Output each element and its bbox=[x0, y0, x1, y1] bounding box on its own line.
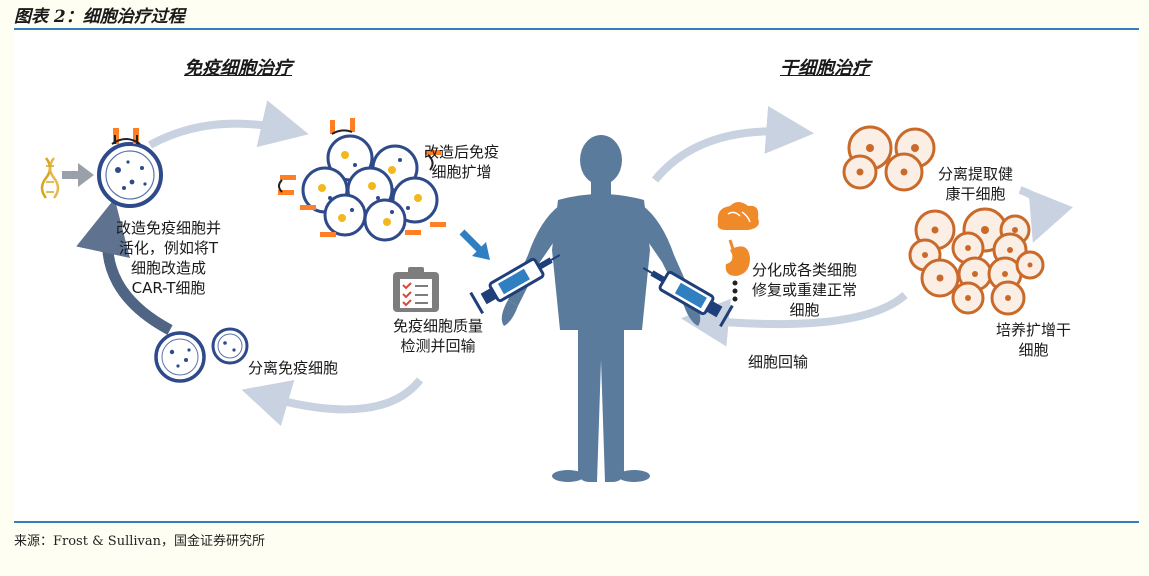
stem-step-culture: 培养扩增干 细胞 bbox=[996, 321, 1072, 359]
arrow-isolate-to-modify bbox=[76, 198, 173, 335]
modified-immune-cell bbox=[97, 128, 163, 208]
clipboard-icon bbox=[393, 267, 439, 312]
arrow-to-body-head bbox=[472, 242, 490, 260]
figure-source: 来源：Frost & Sullivan，国金证券研究所 bbox=[14, 534, 266, 549]
brain-icon bbox=[717, 202, 759, 230]
stem-step-differentiate: 分化成各类细胞 修复或重建正常 细胞 bbox=[752, 261, 858, 319]
cultured-stem-cells bbox=[908, 207, 1045, 316]
arrow-body-to-stem bbox=[651, 105, 815, 183]
stem-step-isolate: 分离提取健 康干细胞 bbox=[938, 165, 1014, 203]
insert-arrow bbox=[62, 163, 94, 187]
syringe-right-icon bbox=[642, 267, 734, 328]
stomach-icon bbox=[725, 239, 750, 276]
arrow-culture-to-infuse bbox=[680, 291, 908, 347]
isolated-immune-cells bbox=[154, 327, 249, 383]
immune-step-modify: 改造免疫细胞并 活化，例如将T 细胞改造成 CAR-T细胞 bbox=[116, 219, 222, 297]
arrow-qc-to-isolate bbox=[241, 377, 424, 427]
top-rule bbox=[14, 28, 1139, 30]
bottom-rule bbox=[14, 521, 1139, 523]
immune-step-expand: 改造后免疫 细胞扩增 bbox=[424, 143, 500, 181]
immune-step-qc: 免疫细胞质量 检测并回输 bbox=[393, 317, 484, 355]
immune-step-isolate: 分离免疫细胞 bbox=[248, 359, 339, 377]
human-body bbox=[501, 135, 701, 482]
figure-title: 图表 2：细胞治疗过程 bbox=[14, 7, 185, 27]
dna-icon bbox=[40, 157, 60, 199]
healthy-stem-cells bbox=[842, 125, 936, 192]
stem-heading: 干细胞治疗 bbox=[780, 58, 870, 79]
arrow-modify-to-expand bbox=[148, 100, 309, 149]
stem-step-infuse: 细胞回输 bbox=[748, 353, 809, 371]
arrow-to-body bbox=[459, 229, 483, 253]
immune-heading: 免疫细胞治疗 bbox=[184, 58, 292, 79]
more-dots-icon bbox=[732, 280, 738, 302]
arrow-isolate-to-culture bbox=[1018, 186, 1073, 243]
syringe-left-icon bbox=[469, 254, 561, 315]
expanded-cell-cluster bbox=[278, 118, 446, 242]
